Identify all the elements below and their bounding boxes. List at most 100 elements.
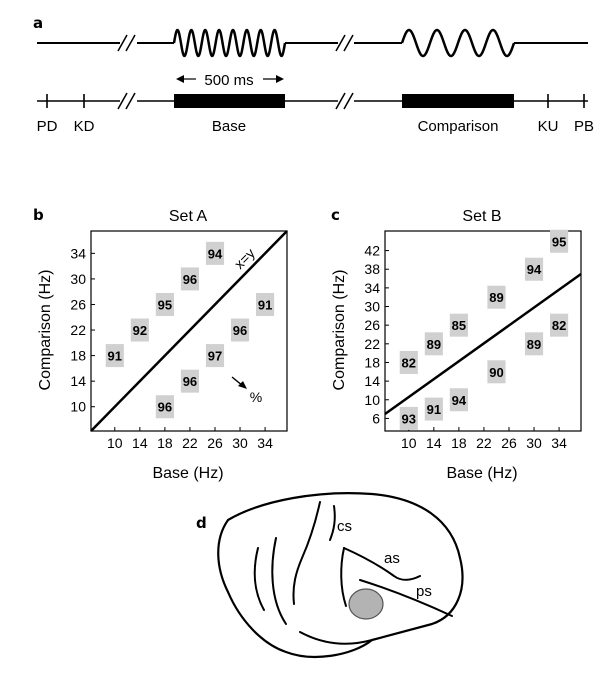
data-cell	[256, 292, 275, 316]
y-tick-label: 6	[372, 410, 380, 426]
data-cell	[205, 344, 225, 368]
data-cell	[487, 360, 506, 384]
x-tick-label: 18	[157, 435, 173, 451]
recording-site	[348, 588, 384, 620]
data-cell	[230, 318, 250, 342]
y-tick-label: 22	[70, 322, 86, 338]
data-cell	[424, 397, 443, 421]
arrow-head-icon	[238, 381, 247, 389]
break-mark	[125, 92, 136, 110]
plot-frame	[384, 230, 582, 432]
data-cell	[524, 332, 544, 356]
data-cell	[180, 267, 200, 291]
event-label-ku: KU	[538, 118, 559, 135]
break-mark	[125, 34, 136, 52]
y-axis-title-b: Comparison (Hz)	[37, 270, 54, 391]
arrow-left-icon	[176, 75, 184, 83]
y-tick-label: 34	[70, 245, 86, 261]
break-mark	[117, 92, 128, 110]
y-axis-title-c: Comparison (Hz)	[331, 270, 348, 391]
data-cell	[487, 285, 506, 309]
data-cell	[550, 229, 569, 253]
x-tick-label: 34	[257, 435, 273, 451]
data-cell	[449, 313, 468, 337]
data-cell-value: 89	[527, 337, 541, 352]
y-tick-label: 34	[364, 280, 380, 296]
monkey-brain-drawing	[217, 492, 464, 658]
stimulus-trace	[37, 28, 588, 58]
data-cell-value: 89	[427, 337, 441, 352]
data-cell-value: 96	[183, 374, 197, 389]
data-cell-value: 93	[402, 411, 416, 426]
data-cell-value: 95	[158, 297, 172, 312]
sulcus-line	[329, 505, 336, 541]
comparison-vibration-wave	[400, 28, 516, 58]
y-tick-label: 26	[70, 296, 86, 312]
x-tick-label: 26	[501, 435, 517, 451]
data-cell-value: 92	[133, 323, 147, 338]
x-tick-label: 26	[207, 435, 223, 451]
data-cell-value: 96	[158, 400, 172, 415]
x-tick-label: 22	[476, 435, 492, 451]
panel-a: a 500 ms	[33, 14, 594, 135]
data-cell-value: 94	[208, 246, 223, 261]
panel-d: d cs as ps	[196, 492, 464, 658]
arcuate-sulcus-branch	[340, 547, 347, 607]
data-cell	[524, 257, 544, 281]
data-cell-value: 97	[208, 349, 222, 364]
data-cell	[550, 313, 569, 337]
comparison-stimulus-bar	[402, 94, 514, 108]
y-tick-label: 38	[364, 261, 380, 277]
break-mark	[335, 92, 346, 110]
plot-frame	[90, 230, 288, 432]
sulcus-label-ps: ps	[416, 583, 432, 600]
data-cell-value: 89	[489, 290, 503, 305]
y-tick-label: 30	[70, 271, 86, 287]
sulcus-line	[271, 537, 287, 625]
y-tick-label: 18	[364, 354, 380, 370]
base-vibration-wave	[172, 28, 287, 58]
data-cell	[130, 318, 149, 342]
arcuate-sulcus	[343, 547, 421, 581]
data-cell-value: 85	[452, 318, 466, 333]
event-label-comparison: Comparison	[418, 118, 499, 135]
break-mark	[343, 92, 354, 110]
x-tick-label: 34	[551, 435, 567, 451]
identity-line	[90, 230, 288, 432]
data-cell-value: 91	[427, 402, 441, 417]
separation-line	[384, 272, 582, 416]
data-cell-value: 95	[552, 234, 566, 249]
data-cell-value: 94	[527, 262, 542, 277]
data-cell	[449, 388, 468, 412]
data-cell	[155, 395, 174, 419]
base-stimulus-bar	[174, 94, 285, 108]
x-tick-label: 14	[426, 435, 442, 451]
data-cell	[399, 350, 418, 374]
sulcus-line	[253, 547, 265, 611]
data-cell	[155, 292, 174, 316]
data-cell-value: 82	[402, 355, 416, 370]
x-tick-label: 18	[451, 435, 467, 451]
chart-title-c: Set B	[462, 208, 501, 225]
x-tick-label: 14	[132, 435, 148, 451]
x-tick-label: 10	[401, 435, 417, 451]
chart-title-b: Set A	[169, 208, 208, 225]
data-cell-value: 91	[108, 349, 122, 364]
x-tick-label: 30	[526, 435, 542, 451]
y-tick-label: 14	[364, 373, 380, 389]
data-cell	[105, 344, 124, 368]
data-cell	[424, 332, 443, 356]
sulcus-label-as: as	[384, 550, 400, 567]
data-cell-value: 91	[258, 297, 272, 312]
data-cell	[205, 241, 225, 265]
identity-line-label: x=y	[231, 245, 258, 272]
duration-indicator: 500 ms	[176, 72, 284, 89]
data-cell-value: 96	[233, 323, 247, 338]
x-tick-label: 10	[107, 435, 123, 451]
panel-letter-a: a	[33, 14, 43, 32]
brain-outline	[217, 492, 464, 658]
y-tick-label: 22	[364, 336, 380, 352]
